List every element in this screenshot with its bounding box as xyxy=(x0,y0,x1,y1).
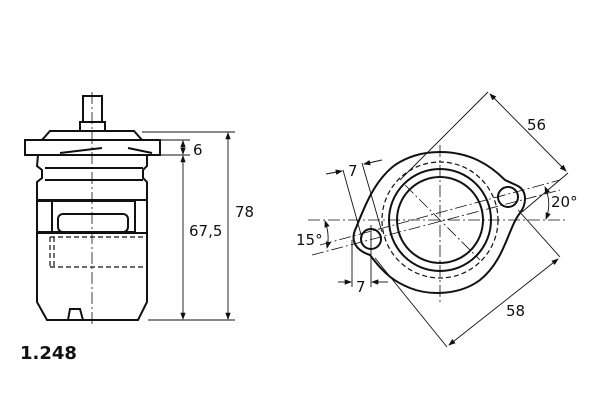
flange-detail-line xyxy=(127,147,153,154)
extension-line xyxy=(399,91,489,181)
dimension-line-width xyxy=(489,93,567,172)
top-view: 56 58 20° 15° 7 7 xyxy=(296,91,578,348)
flange-outline xyxy=(352,150,526,294)
part-number: 1.248 xyxy=(20,343,77,364)
dimension-arrow xyxy=(325,169,343,175)
side-view: 6 67,5 78 xyxy=(24,92,254,325)
dim-hole-offset-bottom: 7 xyxy=(356,278,366,296)
extension-line xyxy=(342,169,363,239)
hole-axis-line xyxy=(311,189,561,256)
extension-line xyxy=(374,257,448,348)
extension-line xyxy=(517,209,561,258)
dim-total-height: 78 xyxy=(235,203,254,221)
dimension-arrow xyxy=(363,159,383,166)
dim-body-height: 67,5 xyxy=(189,222,222,240)
dim-flange-thickness: 6 xyxy=(193,141,203,159)
flange-plate xyxy=(24,139,161,156)
window-insert xyxy=(57,213,129,233)
dim-angle-right: 20° xyxy=(551,193,578,211)
dim-hole-offset-top: 7 xyxy=(348,162,358,180)
extension-line xyxy=(361,162,383,233)
bottom-notch xyxy=(67,308,84,321)
angle-arc-left xyxy=(324,220,332,249)
dimension-line-length xyxy=(448,258,559,346)
stem-collar xyxy=(79,121,106,132)
hole-axis-line xyxy=(319,179,561,246)
dim-length-across: 58 xyxy=(506,302,525,320)
body xyxy=(35,154,148,321)
dim-angle-left: 15° xyxy=(296,231,323,249)
dim-width-across: 56 xyxy=(527,116,546,134)
stem xyxy=(82,95,103,123)
flange-detail-line xyxy=(59,147,103,154)
angle-arc-right xyxy=(544,186,551,220)
diagonal-centerline xyxy=(404,184,481,261)
